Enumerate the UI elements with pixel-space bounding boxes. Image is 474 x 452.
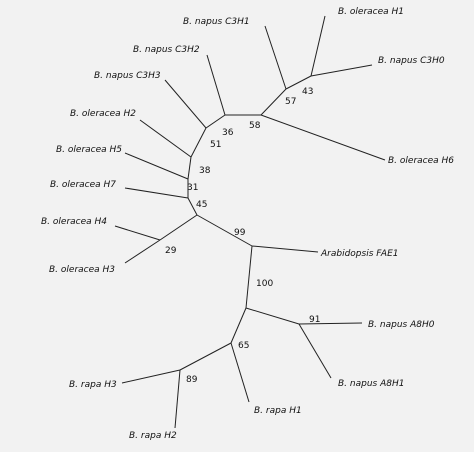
branch [124,239,161,264]
taxon-label: Arabidopsis FAE1 [320,249,398,259]
branch [206,54,226,116]
taxon-label: B. oleracea H3 [49,265,115,275]
bootstrap-value: 45 [196,200,207,210]
bootstrap-value: 29 [165,246,177,256]
branch [114,225,161,241]
bootstrap-value: 43 [302,87,313,97]
taxon-label: B. oleracea H2 [70,109,136,119]
branch [298,323,332,379]
bootstrap-value: 58 [249,121,261,131]
taxon-label: B. napus C3H1 [183,17,250,27]
taxon-label: B. oleracea H1 [338,7,404,17]
branch [159,214,198,241]
bootstrap-value: 100 [256,279,273,289]
branch [298,322,363,325]
branch [124,187,189,199]
taxon-label: B. rapa H3 [69,380,117,390]
branch [230,307,247,344]
branch [187,156,192,180]
branch [251,245,319,253]
taxon-label: B. napus A8H0 [368,320,435,330]
bootstrap-value: 89 [186,375,198,385]
bootstrap-value: 36 [222,128,234,138]
branch [124,152,189,180]
branch [179,342,232,371]
branch [139,119,192,158]
taxon-label: B. napus A8H1 [338,379,404,389]
branch [264,25,287,90]
branch [164,79,207,129]
taxon-label: B. oleracea H7 [50,180,116,190]
bootstrap-value: 31 [187,183,198,193]
bootstrap-value: 65 [238,341,249,351]
bootstrap-value: 57 [285,97,296,107]
taxon-label: B. oleracea H5 [56,145,122,155]
branch [205,114,226,129]
branch [310,15,326,77]
taxon-label: B. napus C3H2 [133,45,200,55]
branch [121,369,181,384]
branch [260,88,287,116]
bootstrap-value: 51 [210,140,221,150]
taxon-label: B. napus C3H3 [94,71,161,81]
branch [196,214,253,247]
branch [187,197,198,216]
taxon-label: B. rapa H2 [129,431,177,441]
tree-branches [114,15,386,429]
branch [245,307,300,325]
bootstrap-values: 43 57 58 36 51 38 31 45 29 99 100 91 65 … [165,87,320,385]
taxon-label: B. rapa H1 [254,406,302,416]
branch [174,369,181,429]
taxon-label: B. napus C3H0 [378,56,445,66]
branch [260,114,386,161]
branch [245,245,253,309]
bootstrap-value: 91 [309,315,320,325]
taxon-label: B. oleracea H4 [41,217,107,227]
branch [230,342,250,403]
branch [285,75,312,90]
branch [190,127,207,158]
taxon-labels: B. oleracea H1 B. napus C3H1 B. napus C3… [41,7,454,441]
taxon-label: B. oleracea H6 [388,156,454,166]
branch [310,64,373,77]
bootstrap-value: 38 [199,166,211,176]
bootstrap-value: 99 [234,228,246,238]
